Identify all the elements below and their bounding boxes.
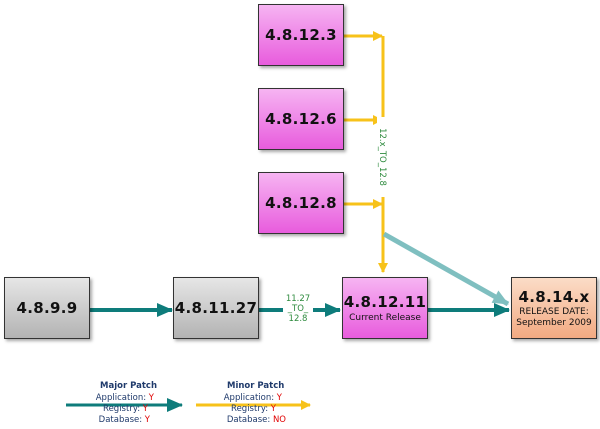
node-sublabel: Current Release — [349, 312, 421, 323]
node-label: 4.8.12.11 — [343, 292, 427, 311]
node-4-8-12-11: 4.8.12.11 Current Release — [342, 277, 428, 339]
legend-key: Application: — [95, 393, 147, 403]
legend-minor-row: Database: NO — [208, 415, 286, 425]
node-label: 4.8.9.9 — [16, 299, 78, 317]
legend-value: NO — [272, 415, 286, 425]
edge-label-12x-to-12-8: 12.x_TO_12.8 — [377, 117, 387, 197]
legend-key: Registry: — [103, 404, 141, 414]
node-4-8-9-9: 4.8.9.9 — [4, 277, 90, 339]
legend-key: Registry: — [231, 404, 269, 414]
edge-label-11-27-to-12-8: 11.27 _TO_ 12.8 — [283, 294, 313, 324]
legend-major-row: Application: Y — [84, 393, 154, 403]
edge-bus-to-14-x — [382, 231, 510, 307]
edge-label-line: _TO_ — [287, 304, 309, 314]
legend-value: Y — [270, 404, 276, 414]
legend-major-row: Database: Y — [84, 415, 150, 425]
node-label: 4.8.14.x — [518, 287, 590, 306]
legend-minor-title: Minor Patch — [227, 381, 285, 391]
legend-key: Application: — [223, 393, 275, 403]
legend-minor-row: Application: Y — [208, 393, 282, 403]
legend-major-row: Registry: Y — [84, 404, 148, 414]
release-date-value: September 2009 — [516, 317, 592, 328]
legend-value: Y — [148, 393, 154, 403]
node-4-8-12-3: 4.8.12.3 — [258, 4, 344, 66]
legend-value: Y — [144, 415, 150, 425]
legend-key: Database: — [226, 415, 271, 425]
legend-value: Y — [142, 404, 148, 414]
node-label: 4.8.11.27 — [174, 299, 258, 317]
release-date-caption: RELEASE DATE: — [519, 306, 589, 317]
node-4-8-12-8: 4.8.12.8 — [258, 172, 344, 234]
edge-label-line: 12.8 — [288, 314, 308, 324]
node-4-8-12-6: 4.8.12.6 — [258, 88, 344, 150]
legend-minor-row: Registry: Y — [208, 404, 276, 414]
node-4-8-14-x: 4.8.14.x RELEASE DATE: September 2009 — [511, 277, 597, 339]
legend-key: Database: — [98, 415, 143, 425]
edge-label-line: 11.27 — [285, 294, 311, 304]
node-4-8-11-27: 4.8.11.27 — [173, 277, 259, 339]
node-label: 4.8.12.3 — [265, 26, 337, 44]
node-label: 4.8.12.8 — [265, 194, 337, 212]
legend-value: Y — [276, 393, 282, 403]
node-sublabel: RELEASE DATE: September 2009 — [516, 307, 592, 329]
node-label: 4.8.12.6 — [265, 110, 337, 128]
legend-major-title: Major Patch — [100, 381, 157, 391]
